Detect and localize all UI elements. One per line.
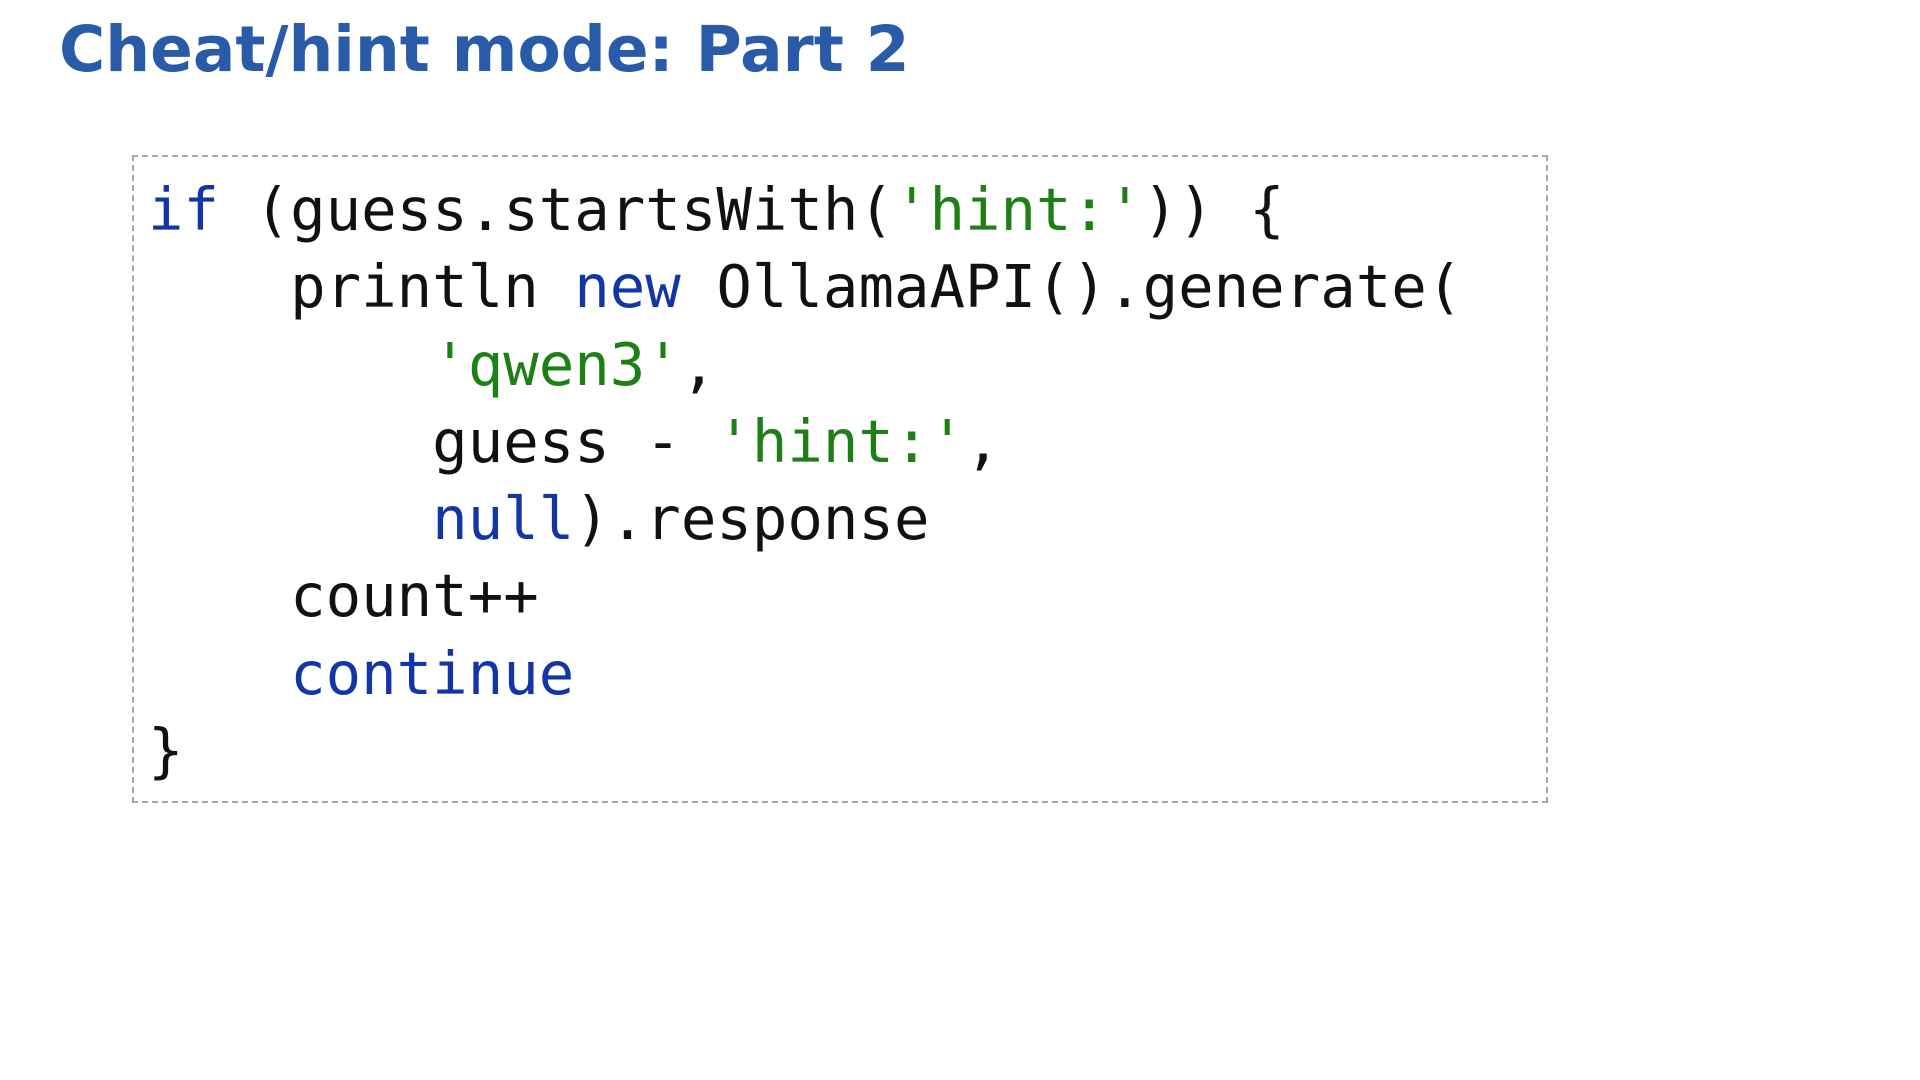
code-line: count++ [148,557,1462,634]
code-listing: if (guess.startsWith('hint:')) { println… [148,171,1462,789]
code-text: guess - [148,406,717,476]
code-keyword: continue [290,638,575,708]
code-text: )) { [1142,175,1285,244]
code-line: 'qwen3', [148,326,1462,403]
code-line: } [148,712,1462,789]
code-line: guess - 'hint:', [148,403,1462,480]
code-line: continue [148,635,1462,712]
code-text: count++ [148,561,539,631]
code-text: OllamaAPI().generate( [680,252,1463,322]
code-block: if (guess.startsWith('hint:')) { println… [132,155,1548,803]
code-line: if (guess.startsWith('hint:')) { [148,171,1462,248]
code-text: , [965,406,1001,476]
code-keyword: if [148,175,220,244]
code-text: ).response [574,484,930,554]
code-keyword: null [432,484,575,554]
code-string-literal: 'qwen3' [432,329,681,399]
code-text: println [148,252,575,322]
code-text: (guess.startsWith( [219,175,894,244]
code-line: println new OllamaAPI().generate( [148,248,1462,325]
code-string-literal: 'hint:' [716,406,965,476]
code-line: null).response [148,480,1462,557]
code-text [148,330,432,399]
code-text [148,639,290,708]
code-string-literal: 'hint:' [893,175,1143,244]
code-text: } [148,716,184,786]
code-text [148,484,432,553]
code-text: , [680,329,717,399]
code-keyword: new [574,252,681,322]
slide-title: Cheat/hint mode: Part 2 [59,13,910,86]
